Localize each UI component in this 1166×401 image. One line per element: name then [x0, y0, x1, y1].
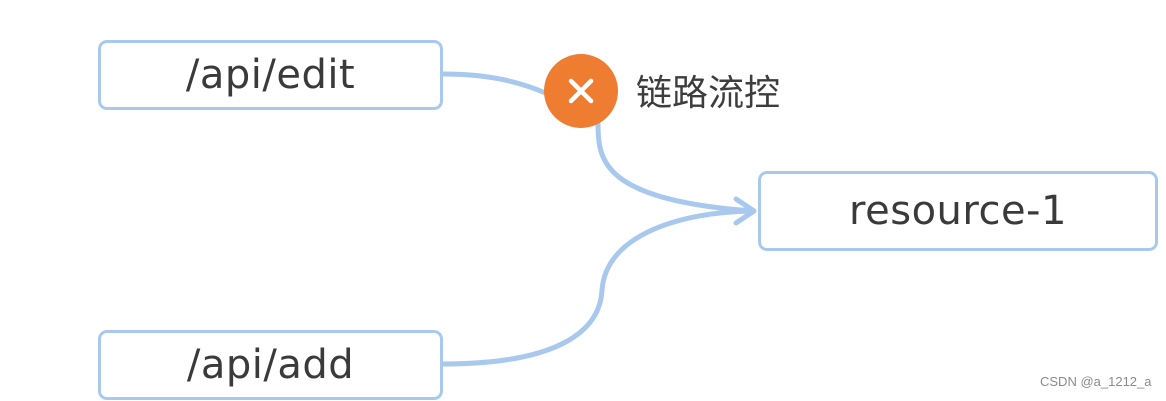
- node-label: /api/edit: [185, 52, 356, 98]
- node-resource-1: resource-1: [758, 171, 1158, 251]
- node-api-edit: /api/edit: [98, 40, 443, 110]
- arrowhead-icon: [733, 196, 757, 226]
- edge-edit-to-block: [440, 71, 551, 97]
- edge-add-to-resource: [440, 208, 755, 367]
- watermark: CSDN @a_1212_a: [1040, 374, 1152, 389]
- edge-block-to-resource: [595, 121, 755, 214]
- close-icon: [568, 78, 594, 104]
- node-api-add: /api/add: [98, 330, 443, 400]
- block-label: 链路流控: [636, 73, 781, 114]
- node-label: resource-1: [849, 188, 1067, 234]
- block-marker: [544, 54, 618, 128]
- node-label: /api/add: [186, 342, 355, 388]
